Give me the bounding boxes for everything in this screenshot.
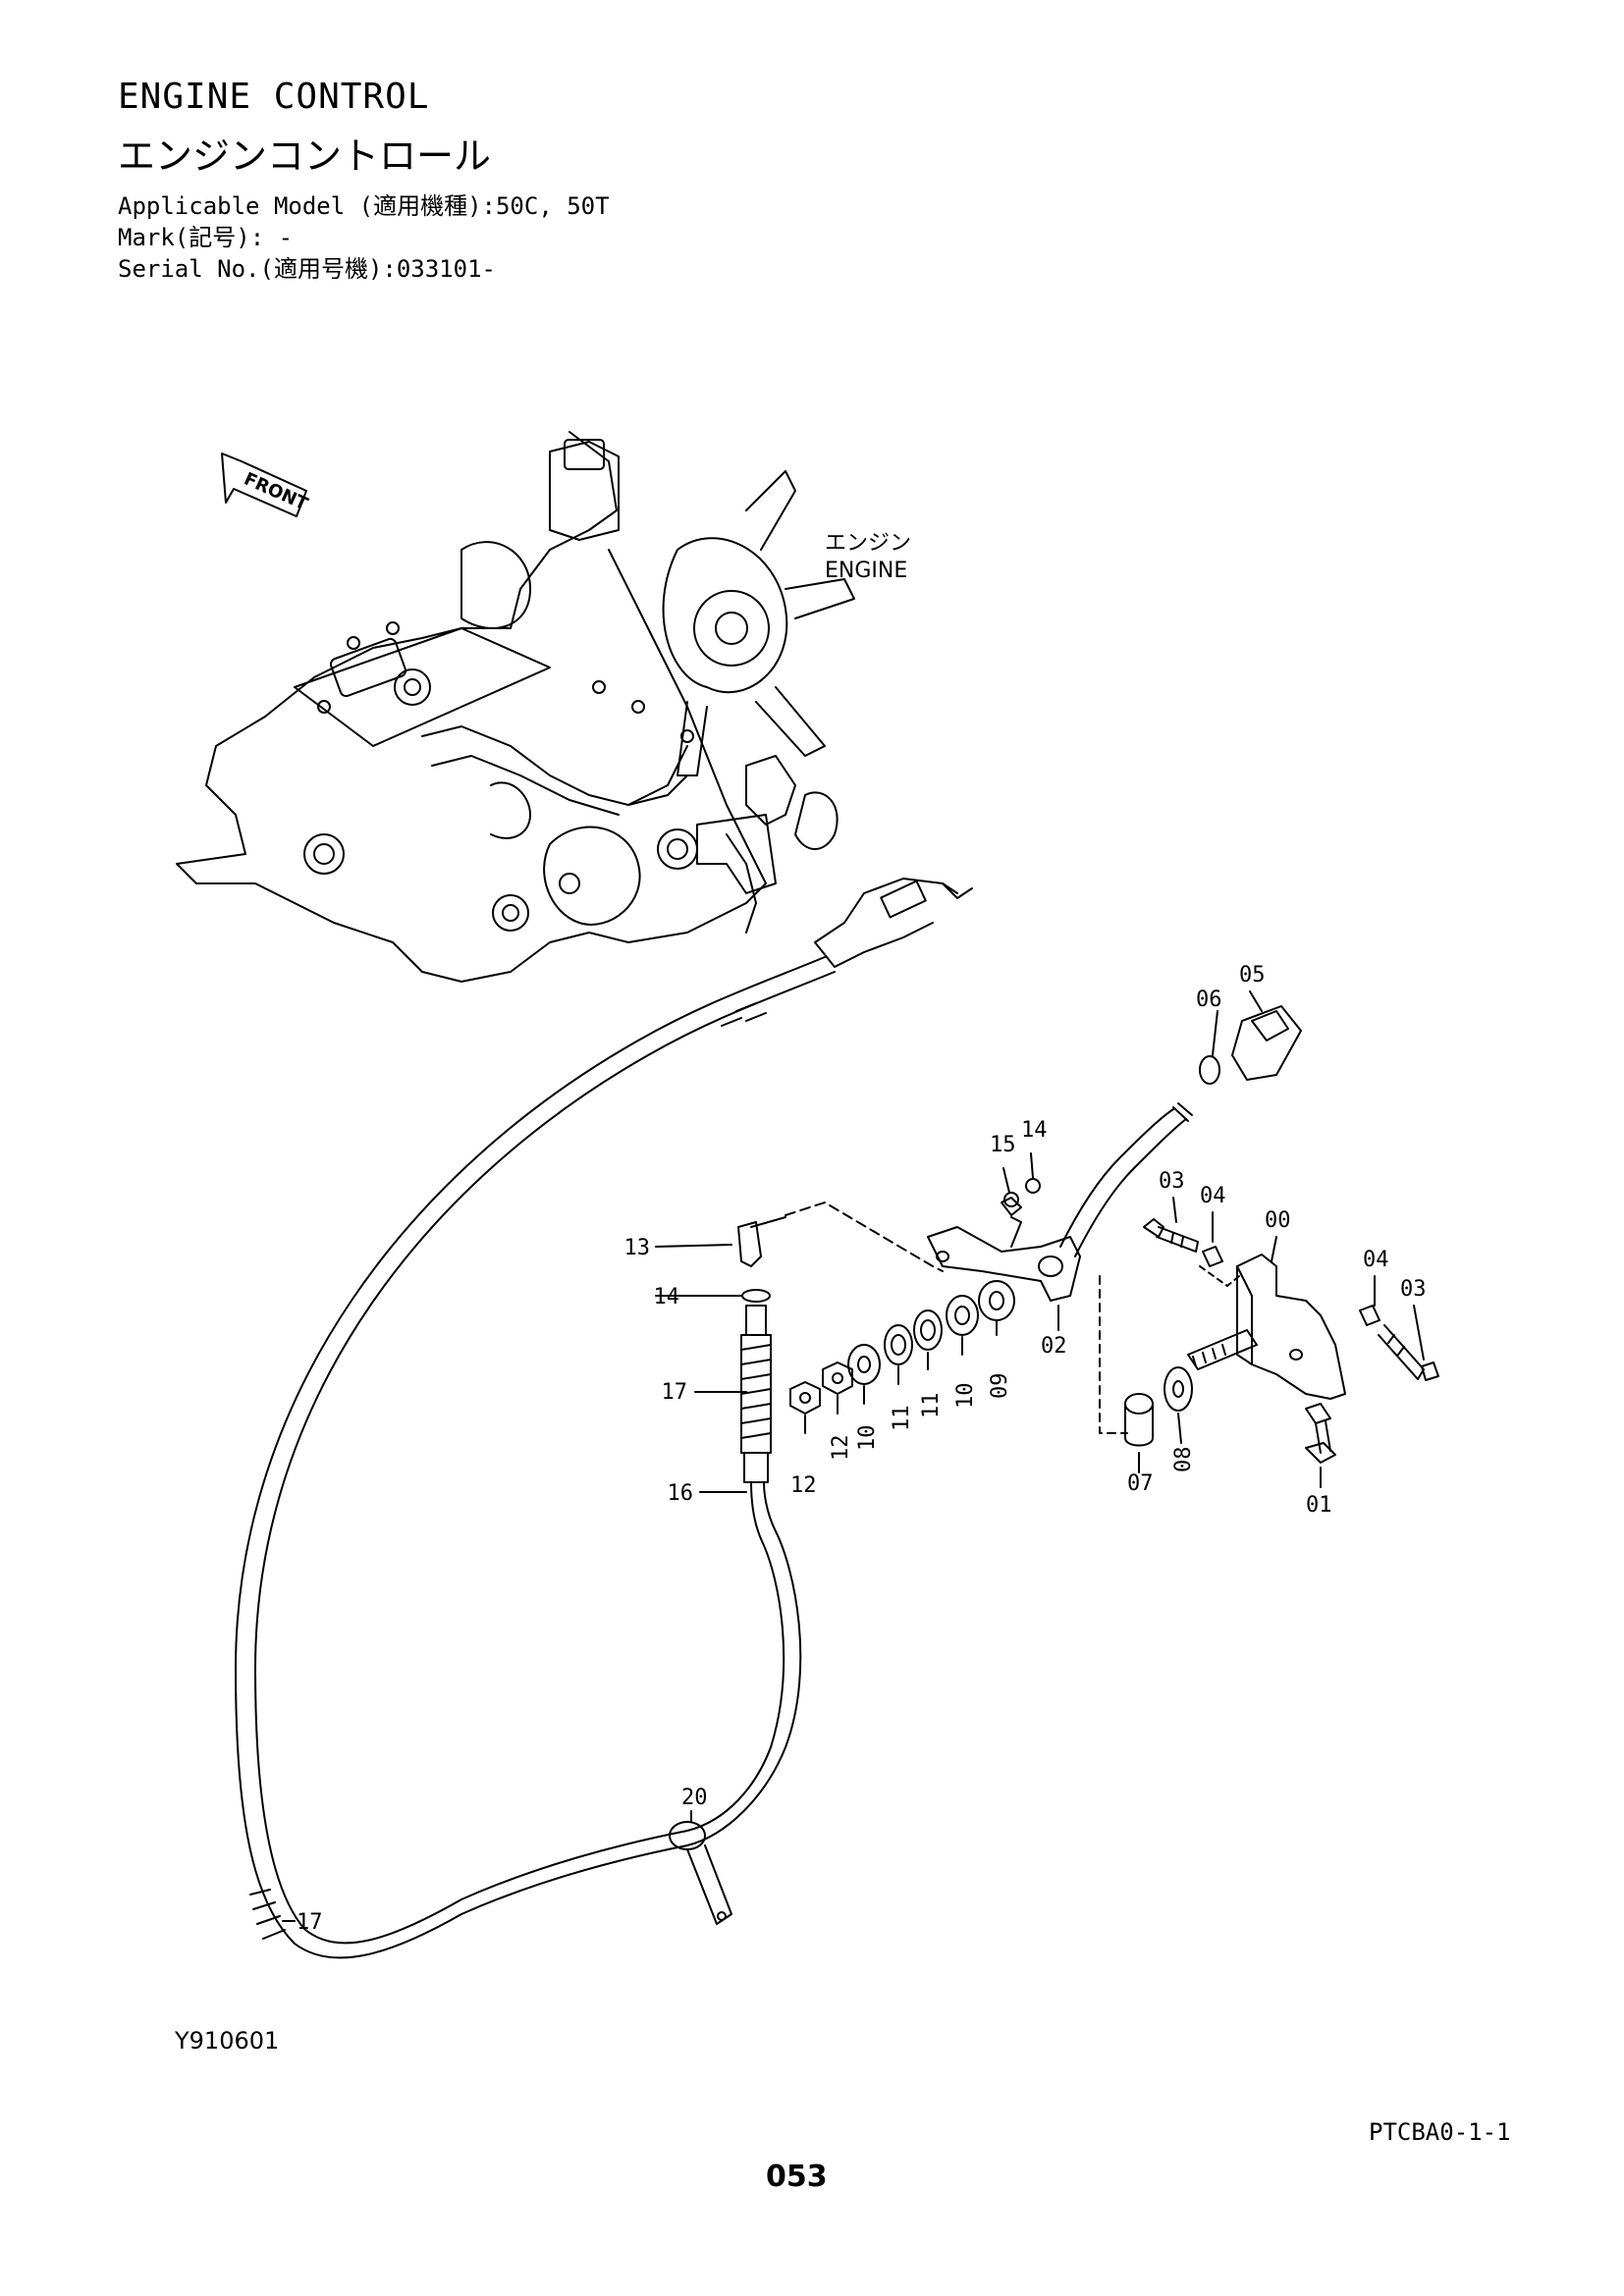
serial-number: Serial No.(適用号機):033101- bbox=[118, 255, 496, 283]
engine-label: ENGINE bbox=[825, 559, 907, 583]
leader-lines bbox=[282, 990, 1425, 1922]
page-number: 053 bbox=[766, 2160, 828, 2194]
callout-13: 13 bbox=[624, 1236, 651, 1260]
callout-07: 07 bbox=[1127, 1471, 1154, 1496]
callout-03: 03 bbox=[1159, 1169, 1185, 1194]
callout-03b: 03 bbox=[1400, 1277, 1427, 1302]
page-title: ENGINE CONTROL bbox=[118, 77, 430, 117]
callout-08: 08 bbox=[1171, 1447, 1196, 1473]
cable-clamp bbox=[669, 1821, 732, 1925]
callout-16: 16 bbox=[668, 1481, 694, 1506]
callout-10b: 10 bbox=[855, 1425, 880, 1452]
callout-00: 00 bbox=[1265, 1208, 1291, 1233]
washer-set bbox=[789, 1197, 1022, 1415]
bracket-assembly bbox=[1099, 1218, 1439, 1464]
callout-11: 11 bbox=[919, 1393, 944, 1419]
callout-20: 20 bbox=[681, 1786, 708, 1810]
callout-12: 12 bbox=[829, 1435, 853, 1462]
callout-17b: 17 bbox=[297, 1910, 323, 1935]
callout-09: 09 bbox=[988, 1373, 1012, 1400]
callout-05: 05 bbox=[1239, 963, 1266, 988]
lever-bracket bbox=[927, 1178, 1081, 1302]
engine-label-japanese: エンジン bbox=[825, 531, 911, 556]
throttle-lever bbox=[1059, 1005, 1302, 1257]
callout-01: 01 bbox=[1306, 1493, 1332, 1518]
sheet-code: PTCBA0-1-1 bbox=[1369, 2118, 1511, 2146]
cable-fitting bbox=[737, 1201, 944, 1483]
figure-code: Y910601 bbox=[175, 2027, 280, 2055]
callout-15: 15 bbox=[990, 1133, 1016, 1157]
callout-11b: 11 bbox=[890, 1406, 914, 1432]
callout-04b: 04 bbox=[1363, 1248, 1389, 1272]
applicable-model: Applicable Model (適用機種):50C, 50T bbox=[118, 192, 610, 220]
callout-06: 06 bbox=[1196, 988, 1222, 1012]
callout-02: 02 bbox=[1041, 1334, 1067, 1359]
control-cable bbox=[235, 956, 836, 1959]
callout-10: 10 bbox=[953, 1383, 978, 1410]
front-arrow-icon: FRONT bbox=[221, 453, 311, 517]
page-title-japanese: エンジンコントロール bbox=[118, 134, 492, 178]
callout-14: 14 bbox=[1021, 1118, 1048, 1143]
cable-engine-end bbox=[814, 878, 973, 968]
callout-14b: 14 bbox=[654, 1285, 680, 1309]
engine-illustration bbox=[176, 431, 855, 983]
callout-04: 04 bbox=[1200, 1184, 1226, 1208]
mark: Mark(記号): - bbox=[118, 224, 294, 251]
callout-17: 17 bbox=[662, 1380, 688, 1405]
callout-12b: 12 bbox=[790, 1473, 817, 1498]
